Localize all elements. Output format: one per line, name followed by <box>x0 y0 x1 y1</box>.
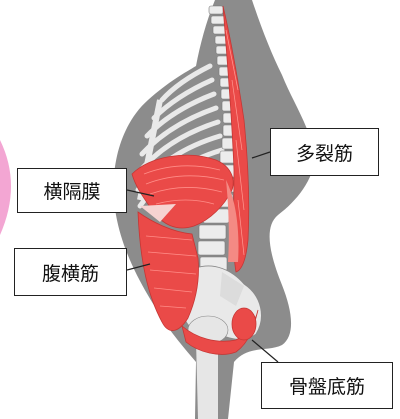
pelvic-floor-label: 骨盤底筋 <box>261 362 393 409</box>
multifidus-label: 多裂筋 <box>270 128 379 176</box>
pink-decoration <box>0 140 11 235</box>
diaphragm-label: 横隔膜 <box>17 168 127 213</box>
transverse-abdominis-label: 腹横筋 <box>14 248 127 296</box>
pelvic-floor-center <box>232 308 256 340</box>
